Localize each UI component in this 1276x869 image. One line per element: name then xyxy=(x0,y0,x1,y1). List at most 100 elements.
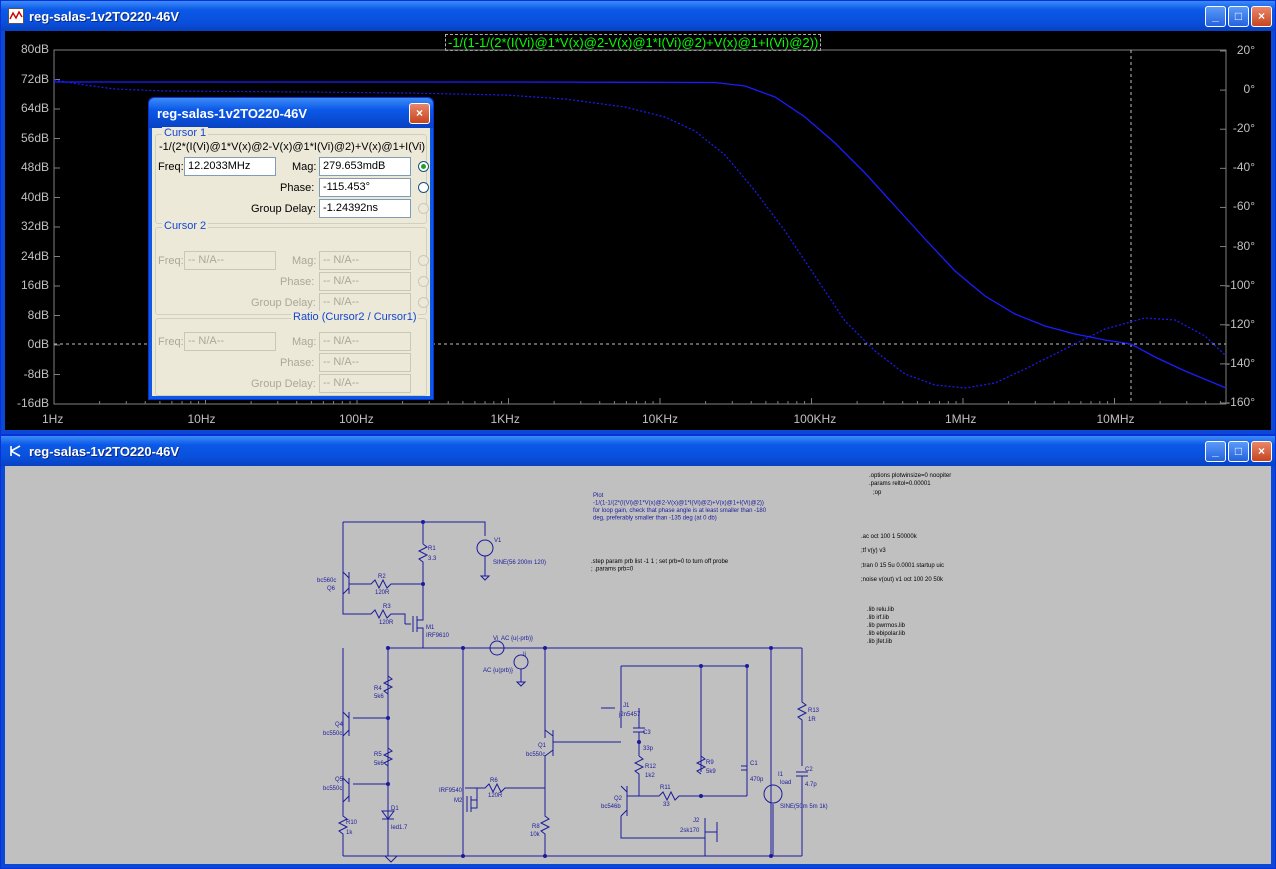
cursor1-freq-field[interactable]: 12.2033MHz xyxy=(184,157,276,176)
cursor2-gd-field[interactable]: -- N/A-- xyxy=(319,293,411,312)
x-axis-tick-label: 100KHz xyxy=(793,412,837,426)
plot-note[interactable]: Plot-1/(1-1/(2*(I(Vi)@1*V(x)@2-V(x)@1*I(… xyxy=(593,493,767,522)
cursor2-phase-field[interactable]: -- N/A-- xyxy=(319,272,411,291)
left-axis-tick-label: -16dB xyxy=(16,396,49,410)
directive-line: ;op xyxy=(873,490,882,496)
x-axis-tick-label: 1Hz xyxy=(42,412,64,426)
left-axis-tick-label: 40dB xyxy=(20,189,49,204)
cursor2-phase-radio[interactable] xyxy=(418,276,429,287)
part-r12-label: R12 xyxy=(645,764,657,770)
part-d1-value: led1.7 xyxy=(391,825,408,831)
cursor1-mag-field[interactable]: 279.653mdB xyxy=(319,157,411,176)
part-q2-label: Q2 xyxy=(614,796,623,802)
part-r3-label: R3 xyxy=(383,604,391,610)
part-r10-label: R10 xyxy=(346,820,358,826)
trace-expression: -1/(1-1/(2*(I(Vi)@1*V(x)@2-V(x)@1*I(Vi)@… xyxy=(448,35,819,50)
schematic-drawing[interactable]: V1 SINE(56 200m 120) R1 3.3 bc560c Q6 R2… xyxy=(5,466,1273,866)
part-r1-label: R1 xyxy=(428,546,436,552)
close-button[interactable]: × xyxy=(1251,6,1272,27)
schematic-close-button[interactable]: × xyxy=(1251,441,1272,462)
left-axis-tick-label: 56dB xyxy=(20,130,49,145)
part-j1-value: j2n5457 xyxy=(618,712,641,718)
part-r11-value: 33 xyxy=(663,802,670,808)
part-d1-label: D1 xyxy=(391,806,399,812)
cursor2-mag-field[interactable]: -- N/A-- xyxy=(319,251,411,270)
ratio-phase-field[interactable]: -- N/A-- xyxy=(319,353,411,372)
ratio-freq-field[interactable]: -- N/A-- xyxy=(184,332,276,351)
right-axis-tick-label: 0° xyxy=(1243,82,1255,97)
part-r5-label: R5 xyxy=(374,752,382,758)
cursor2-group: Cursor 2 Freq: -- N/A-- Mag: -- N/A-- Ph… xyxy=(155,220,429,315)
cursor2-gd-label: Group Delay: xyxy=(251,297,316,309)
note-line: -1/(1-1/(2*(I(Vi)@1*V(x)@2-V(x)@1*I(Vi)@… xyxy=(593,501,764,507)
cursor1-gd-field[interactable]: -1.24392ns xyxy=(319,199,411,218)
directive-line: .ac oct 100 1 50000k xyxy=(861,534,918,540)
cursor2-mag-radio[interactable] xyxy=(418,255,429,266)
part-q2-value: bc546b xyxy=(601,804,621,810)
part-c2-value: 4.7p xyxy=(805,782,817,788)
directive-line: ;tf v(y) v3 xyxy=(861,548,886,554)
left-axis-tick-label: -8dB xyxy=(23,366,49,381)
part-r4-label: R4 xyxy=(374,686,382,692)
right-axis-tick-label: -120° xyxy=(1226,316,1255,331)
schematic-window-titlebar[interactable]: reg-salas-1v2TO220-46V _ □ × xyxy=(1,436,1275,466)
cursor1-mag-radio[interactable] xyxy=(418,161,429,172)
directive-line: .lib relu.lib xyxy=(867,607,895,613)
part-ii-label: Ii xyxy=(523,652,526,658)
part-r9-value: 5k9 xyxy=(706,769,716,775)
schematic-maximize-button[interactable]: □ xyxy=(1228,441,1249,462)
spice-directives[interactable]: .options plotwinsize=0 noopiter.params r… xyxy=(861,473,951,645)
cursor1-group: Cursor 1 -1/(2*(I(Vi)@1*V(x)@2-V(x)@1*I(… xyxy=(155,127,429,224)
cursor2-mag-label: Mag: xyxy=(292,255,317,267)
part-r5-value: 5k6 xyxy=(374,761,384,767)
step-note[interactable]: .step param prb list -1 1 ; set prb=0 to… xyxy=(591,559,729,573)
plot-area[interactable] xyxy=(5,31,1273,432)
phase-trace xyxy=(53,79,1227,389)
cursor2-freq-field[interactable]: -- N/A-- xyxy=(184,251,276,270)
schematic-minimize-button[interactable]: _ xyxy=(1205,441,1226,462)
part-c3-label: C3 xyxy=(643,730,651,736)
cursor2-freq-label: Freq: xyxy=(158,255,184,267)
schematic-app-icon xyxy=(10,445,21,457)
cursor1-phase-field[interactable]: -115.453° xyxy=(319,178,411,197)
part-q4-value: bc550c xyxy=(323,731,342,737)
part-j1-label: J1 xyxy=(623,703,630,709)
part-m2-label: M2 xyxy=(454,798,463,804)
cursor1-phase-radio[interactable] xyxy=(418,182,429,193)
directive-line: .options plotwinsize=0 noopiter xyxy=(869,473,951,479)
left-axis-tick-label: 72dB xyxy=(20,71,49,86)
part-v1-label: V1 xyxy=(494,538,502,544)
ratio-gd-field[interactable]: -- N/A-- xyxy=(319,374,411,393)
note-line: ; .params prb=0 xyxy=(591,567,634,573)
directive-line: .lib ebipolar.lib xyxy=(867,631,906,637)
ratio-label: Ratio (Cursor2 / Cursor1) xyxy=(291,311,419,323)
part-m1-value: IRF9610 xyxy=(426,633,450,639)
plot-window-titlebar[interactable]: reg-salas-1v2TO220-46V _ □ × xyxy=(1,1,1275,31)
minimize-button[interactable]: _ xyxy=(1205,6,1226,27)
part-c1-value: 470p xyxy=(750,777,764,783)
part-r3-value: 120R xyxy=(379,620,394,626)
cursor1-gd-radio[interactable] xyxy=(418,203,429,214)
schematic-canvas[interactable]: V1 SINE(56 200m 120) R1 3.3 bc560c Q6 R2… xyxy=(5,466,1271,864)
cursor1-mag-label: Mag: xyxy=(292,161,317,173)
cursor-dialog-close-button[interactable]: × xyxy=(409,103,430,124)
directive-line: .lib pwrmos.lib xyxy=(867,623,906,629)
part-r8-label: R8 xyxy=(532,824,540,830)
directive-line: ;tran 0 15 5u 0.0001 startup uic xyxy=(861,563,944,569)
part-r1-value: 3.3 xyxy=(428,556,437,562)
waveform-app-icon xyxy=(8,8,24,24)
cursor-dialog-titlebar[interactable]: reg-salas-1v2TO220-46V × xyxy=(149,98,433,128)
schematic-window-title: reg-salas-1v2TO220-46V xyxy=(29,444,180,459)
part-i1-label: I1 xyxy=(778,772,784,778)
cursor2-gd-radio[interactable] xyxy=(418,297,429,308)
ratio-mag-field[interactable]: -- N/A-- xyxy=(319,332,411,351)
part-r6-value: 120R xyxy=(488,793,503,799)
part-j2-label: J2 xyxy=(693,818,700,824)
x-axis-tick-label: 10Hz xyxy=(187,412,216,426)
plot-window: reg-salas-1v2TO220-46V _ □ × -1/(1-1/(2*… xyxy=(0,0,1276,435)
part-q1-label: Q1 xyxy=(538,743,547,749)
part-r2-label: R2 xyxy=(378,574,386,580)
maximize-button[interactable]: □ xyxy=(1228,6,1249,27)
directive-line: ;noise v(out) v1 oct 100 20 50k xyxy=(861,577,944,583)
part-c2-label: C2 xyxy=(805,767,813,773)
